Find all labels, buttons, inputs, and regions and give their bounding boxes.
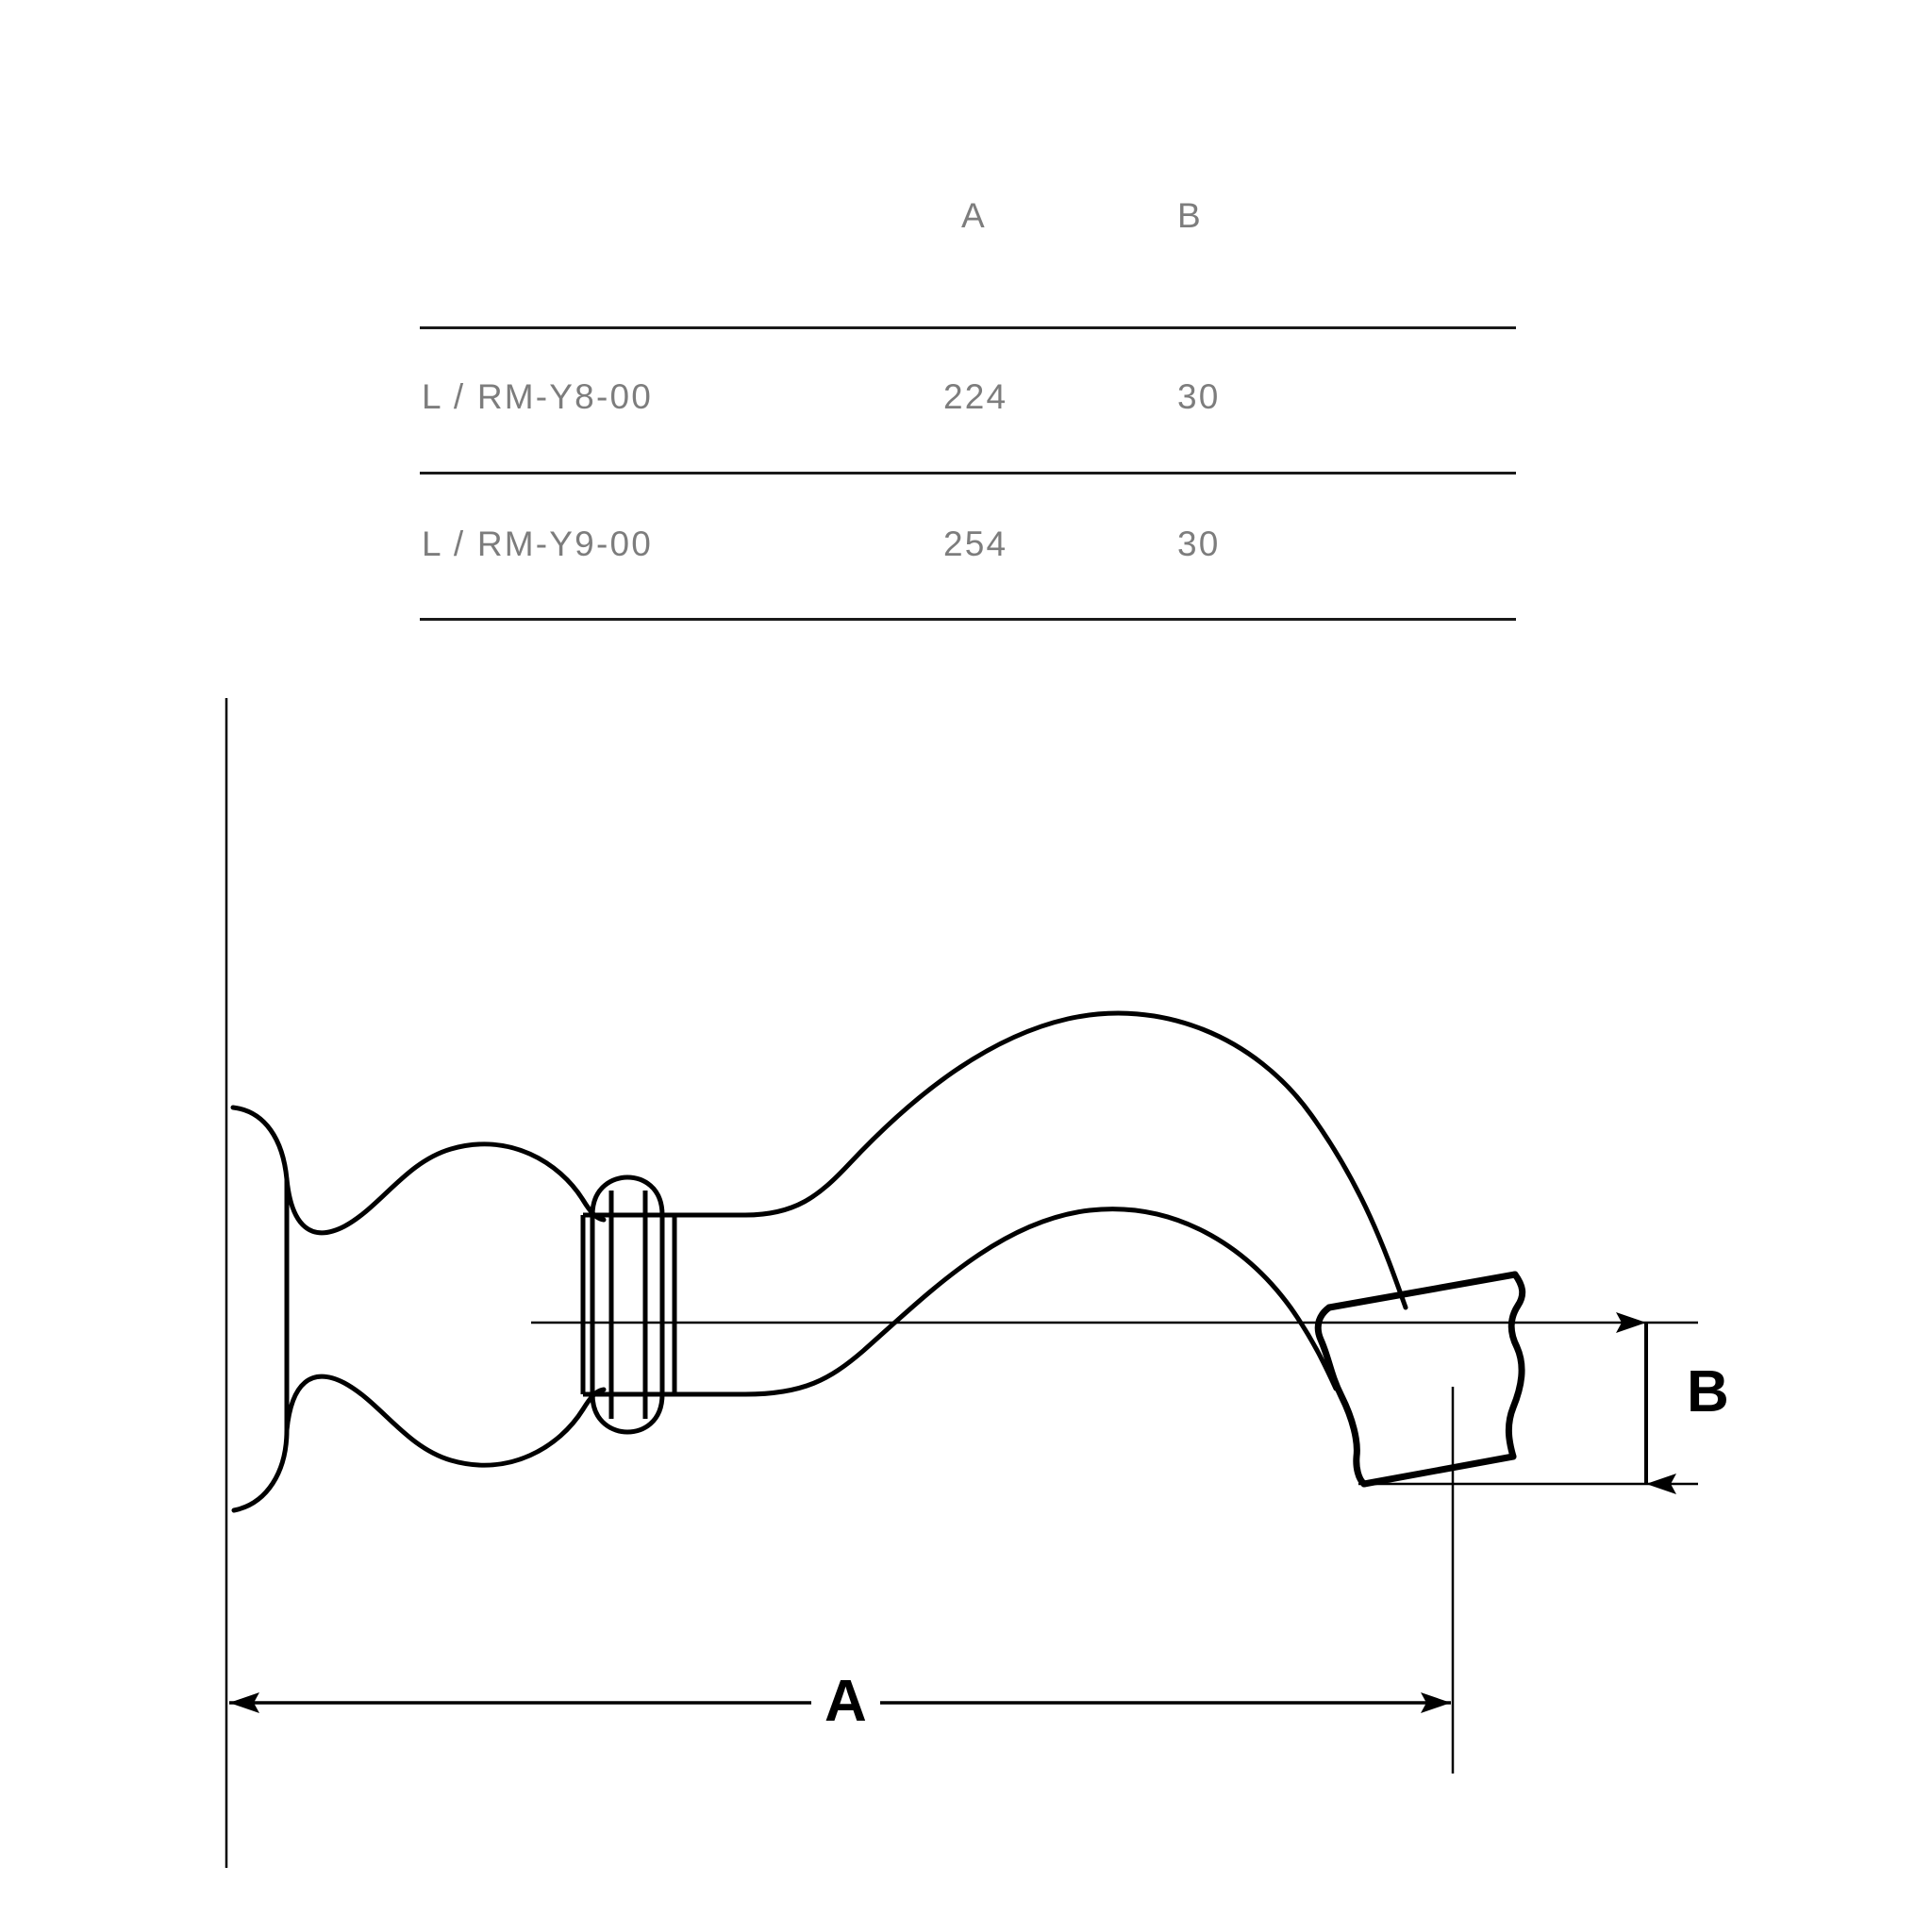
escutcheon-outline <box>230 1105 290 1513</box>
table-cell-a: 254 <box>943 525 1008 563</box>
specification-table: A B L / RM-Y8-00 224 30 L / RM-Y9-00 254… <box>0 0 1932 660</box>
table-rule-middle <box>420 472 1516 475</box>
body-lower-profile <box>284 1374 607 1468</box>
spout-upper-sweep <box>742 1010 1408 1310</box>
body-upper-profile <box>284 1141 607 1236</box>
table-cell-code: L / RM-Y8-00 <box>422 377 654 416</box>
nozzle-tip-outline <box>1314 1271 1526 1488</box>
neck-profile <box>672 1212 748 1397</box>
collar-detail <box>580 1174 677 1435</box>
table-cell-a: 224 <box>943 377 1008 416</box>
table-header-b: B <box>1177 196 1202 235</box>
table-cell-code: L / RM-Y9-00 <box>422 525 654 563</box>
spout-lower-sweep <box>742 1207 1339 1397</box>
dimension-b-label: B <box>1687 1359 1729 1424</box>
table-rule-top <box>420 326 1516 329</box>
table-header-a: A <box>961 196 986 235</box>
table-cell-b: 30 <box>1177 525 1221 563</box>
dimension-a-label: A <box>811 1668 880 1735</box>
table-rule-bottom <box>420 618 1516 621</box>
table-cell-b: 30 <box>1177 377 1221 416</box>
